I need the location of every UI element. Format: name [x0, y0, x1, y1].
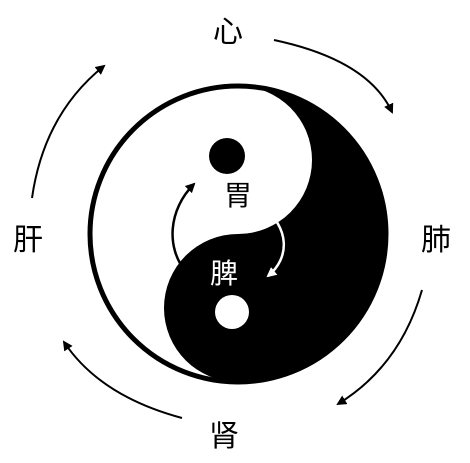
inner-arrow-up: [171, 182, 196, 273]
yang-dot: [215, 295, 249, 329]
arrow-liver-to-heart: [31, 64, 106, 199]
label-kidney: 肾: [209, 419, 239, 454]
inner-cycle-arrows: [171, 182, 285, 278]
label-lung: 肺: [421, 223, 451, 258]
yin-yang-symbol: [87, 83, 389, 385]
arrow-kidney-to-liver: [62, 340, 183, 419]
inner-arrow-down: [261, 205, 285, 278]
label-liver: 肝: [13, 223, 43, 258]
arrow-lung-to-kidney: [336, 289, 423, 406]
outer-cycle-arrows: [31, 39, 423, 419]
label-spleen: 脾: [210, 257, 238, 290]
label-heart: 心: [213, 15, 243, 50]
label-stomach: 胃: [224, 179, 252, 212]
arrow-heart-to-lung: [273, 39, 394, 114]
yin-dot: [209, 138, 245, 174]
